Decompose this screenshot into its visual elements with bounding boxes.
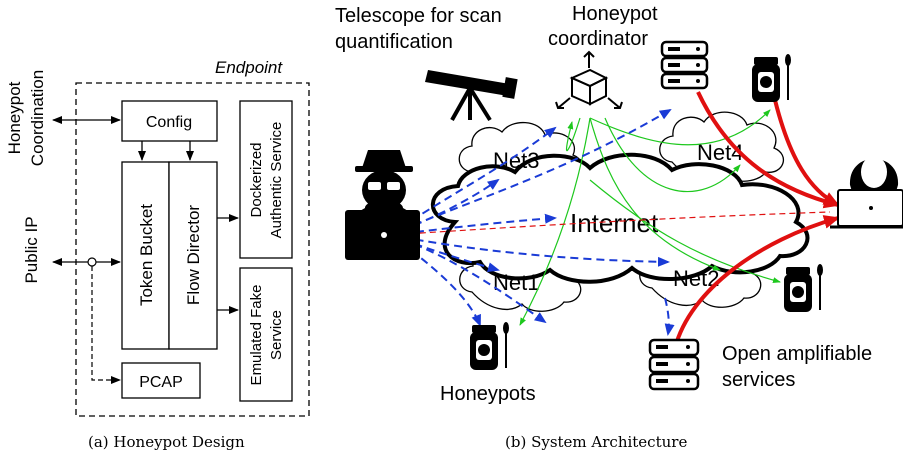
tap-circle	[87, 257, 97, 267]
config-label: Config	[146, 114, 192, 131]
emulated-label-1: Emulated Fake	[248, 285, 265, 386]
server-icon-net4	[660, 40, 709, 90]
coordinator-label-1: Honeypot	[572, 3, 658, 25]
victim-icon	[830, 156, 903, 229]
attacker-icon	[345, 150, 420, 260]
coordinator-label-2: coordinator	[548, 28, 648, 50]
endpoint-box	[75, 82, 310, 417]
open-services-label-1: Open amplifiable	[722, 343, 872, 365]
panel-a-caption: (a) Honeypot Design	[88, 433, 245, 451]
flow-director-box	[168, 161, 218, 350]
token-bucket-label: Token Bucket	[137, 204, 156, 306]
honeypot-jar-icon-net2	[784, 264, 823, 312]
honeypot-jar-icon-net4	[752, 54, 791, 102]
endpoint-label: Endpoint	[215, 58, 283, 77]
internet-cloud	[430, 152, 810, 284]
honeypot-coordination-label-2: Coordination	[28, 70, 47, 166]
pcap-label: PCAP	[139, 374, 183, 391]
dockerized-label-2: Authentic Service	[268, 122, 285, 239]
tap-to-pcap-arrow	[91, 266, 121, 384]
coordination-links	[519, 109, 781, 326]
dockerized-service-box	[239, 100, 293, 259]
honeypot-coordination-label-1: Honeypot	[5, 81, 24, 154]
telescope-label-2: quantification	[335, 31, 453, 53]
spoofed-request-line	[389, 211, 831, 236]
coordinator-cube-icon	[555, 50, 623, 109]
emulated-label-2: Service	[268, 310, 285, 360]
honeypot-jar-icon-net1	[470, 322, 509, 370]
token-bucket-box	[121, 161, 170, 350]
panel-b-caption: (b) System Architecture	[505, 433, 687, 451]
pcap-box	[121, 362, 201, 399]
emulated-service-box	[239, 267, 293, 402]
telescope-icon	[425, 70, 518, 122]
amplified-attack-links	[673, 91, 840, 349]
open-services-label-2: services	[722, 369, 795, 391]
net3-label: Net3	[493, 148, 539, 173]
dockerized-label-1: Dockerized	[248, 142, 265, 217]
flow-director-label: Flow Director	[184, 205, 203, 305]
panel-a-honeypot-design: Endpoint Honeypot Coordination Public IP…	[5, 58, 310, 451]
server-icon-open-services	[648, 338, 700, 391]
telescope-label-1: Telescope for scan	[335, 5, 502, 27]
honeypots-label: Honeypots	[440, 383, 536, 405]
panel-b-system-architecture: Internet Net3 Net4 Net1 Net2	[335, 3, 903, 451]
public-ip-label: Public IP	[22, 216, 41, 283]
config-box	[121, 100, 218, 142]
